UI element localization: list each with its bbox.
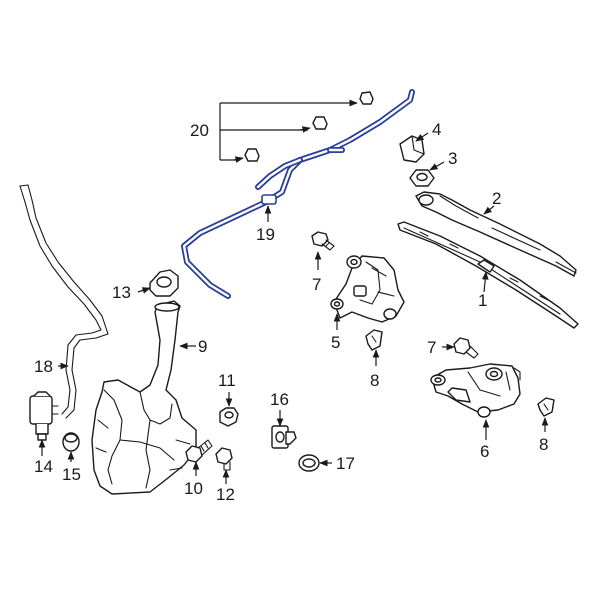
callout-9: 9: [198, 337, 207, 356]
pump-grommet[interactable]: [62, 432, 80, 452]
callout-15: 15: [62, 465, 81, 484]
bolt-7-lower[interactable]: [453, 337, 479, 359]
washer-nozzle-bottom[interactable]: [244, 148, 260, 162]
leader-lines: [38, 99, 549, 484]
callout-20: 20: [190, 121, 209, 140]
callout-8-upper: 8: [370, 371, 379, 390]
callout-19: 19: [256, 225, 275, 244]
wiper-arm-cap[interactable]: [399, 135, 425, 163]
washer-pump[interactable]: [29, 391, 59, 441]
wiper-arm[interactable]: [415, 191, 577, 277]
bolt-7-upper[interactable]: [311, 231, 335, 251]
seal-ring-17[interactable]: [298, 454, 320, 472]
callout-14: 14: [34, 457, 53, 476]
washer-hose-highlighted[interactable]: [181, 89, 415, 299]
callout-8-lower: 8: [539, 435, 548, 454]
callout-4: 4: [432, 120, 441, 139]
wiper-blade[interactable]: [397, 221, 579, 329]
callout-13: 13: [112, 283, 131, 302]
clip-8-upper[interactable]: [365, 329, 383, 351]
callout-10: 10: [184, 479, 203, 498]
callout-16: 16: [270, 390, 289, 409]
washer-nozzle-top[interactable]: [359, 91, 374, 105]
nut-3[interactable]: [409, 169, 435, 187]
callout-3: 3: [448, 149, 457, 168]
callout-18: 18: [34, 357, 53, 376]
callout-7-lower: 7: [427, 338, 436, 357]
callout-2: 2: [492, 189, 501, 208]
bolt-12[interactable]: [215, 447, 233, 471]
clip-8-lower[interactable]: [537, 397, 555, 417]
washer-reservoir[interactable]: [91, 300, 197, 495]
nozzle-bracket-16[interactable]: [271, 425, 297, 449]
callout-11: 11: [218, 371, 236, 390]
nut-11[interactable]: [219, 407, 239, 427]
washer-nozzle-middle[interactable]: [312, 116, 328, 130]
callout-12: 12: [216, 485, 235, 504]
front-wiper-motor[interactable]: [330, 255, 405, 323]
rear-washer-hose[interactable]: [19, 184, 109, 419]
callout-labels: 1 2 3 4 5 6 7 7 8 8 9 10 11 12 13 14 15 …: [34, 120, 548, 504]
callout-1: 1: [478, 291, 487, 310]
reservoir-cap[interactable]: [149, 269, 179, 297]
callout-7-upper: 7: [312, 275, 321, 294]
rear-wiper-motor[interactable]: [430, 363, 521, 418]
bolt-10[interactable]: [185, 439, 213, 463]
callout-6: 6: [480, 442, 489, 461]
callout-5: 5: [331, 333, 340, 352]
callout-17: 17: [336, 454, 355, 473]
